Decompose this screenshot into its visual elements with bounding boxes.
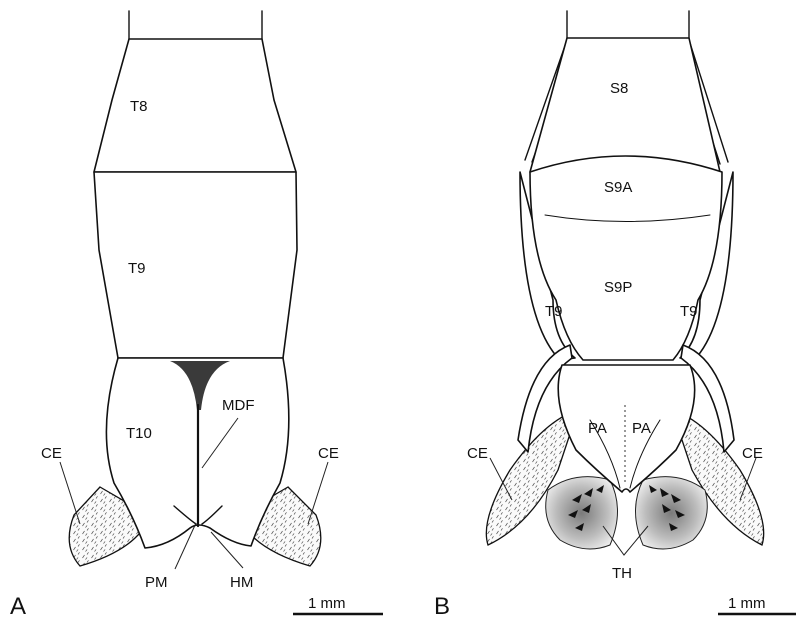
tergite-8	[94, 39, 296, 172]
leader-ce-left	[60, 462, 80, 524]
panel-a: T8 T9 T10 MDF CE CE PM HM A 1 mm	[10, 11, 383, 620]
label-t9-left: T9	[545, 303, 563, 320]
panel-letter-b: B	[434, 593, 450, 620]
paraproct-pair	[558, 365, 694, 492]
panel-b: S8 S9A S9P T9 T9 PA PA CE CE TH B 1 mm	[434, 11, 796, 620]
label-s8: S8	[610, 80, 628, 97]
label-t9: T9	[128, 260, 146, 277]
titillator-right	[636, 477, 708, 549]
label-t10: T10	[126, 425, 152, 442]
label-ce-right: CE	[742, 445, 763, 462]
label-ce-left: CE	[41, 445, 62, 462]
label-ce-left: CE	[467, 445, 488, 462]
segment-8-stub	[567, 11, 689, 38]
leader-ce-right	[308, 462, 328, 524]
panel-letter-a: A	[10, 593, 26, 620]
scale-label-a: 1 mm	[308, 595, 346, 612]
label-t9-right: T9	[680, 303, 698, 320]
label-hm: HM	[230, 574, 253, 591]
label-pa-left: PA	[588, 420, 607, 437]
label-t8: T8	[130, 98, 148, 115]
label-s9a: S9A	[604, 179, 632, 196]
sternite-8	[530, 38, 720, 172]
label-th: TH	[612, 565, 632, 582]
label-ce-right: CE	[318, 445, 339, 462]
label-s9p: S9P	[604, 279, 632, 296]
label-mdf: MDF	[222, 397, 255, 414]
scale-label-b: 1 mm	[728, 595, 766, 612]
label-pa-right: PA	[632, 420, 651, 437]
titillator-left	[546, 477, 618, 549]
segment-7-stub	[129, 11, 262, 39]
label-pm: PM	[145, 574, 168, 591]
tergite-9	[94, 172, 297, 358]
